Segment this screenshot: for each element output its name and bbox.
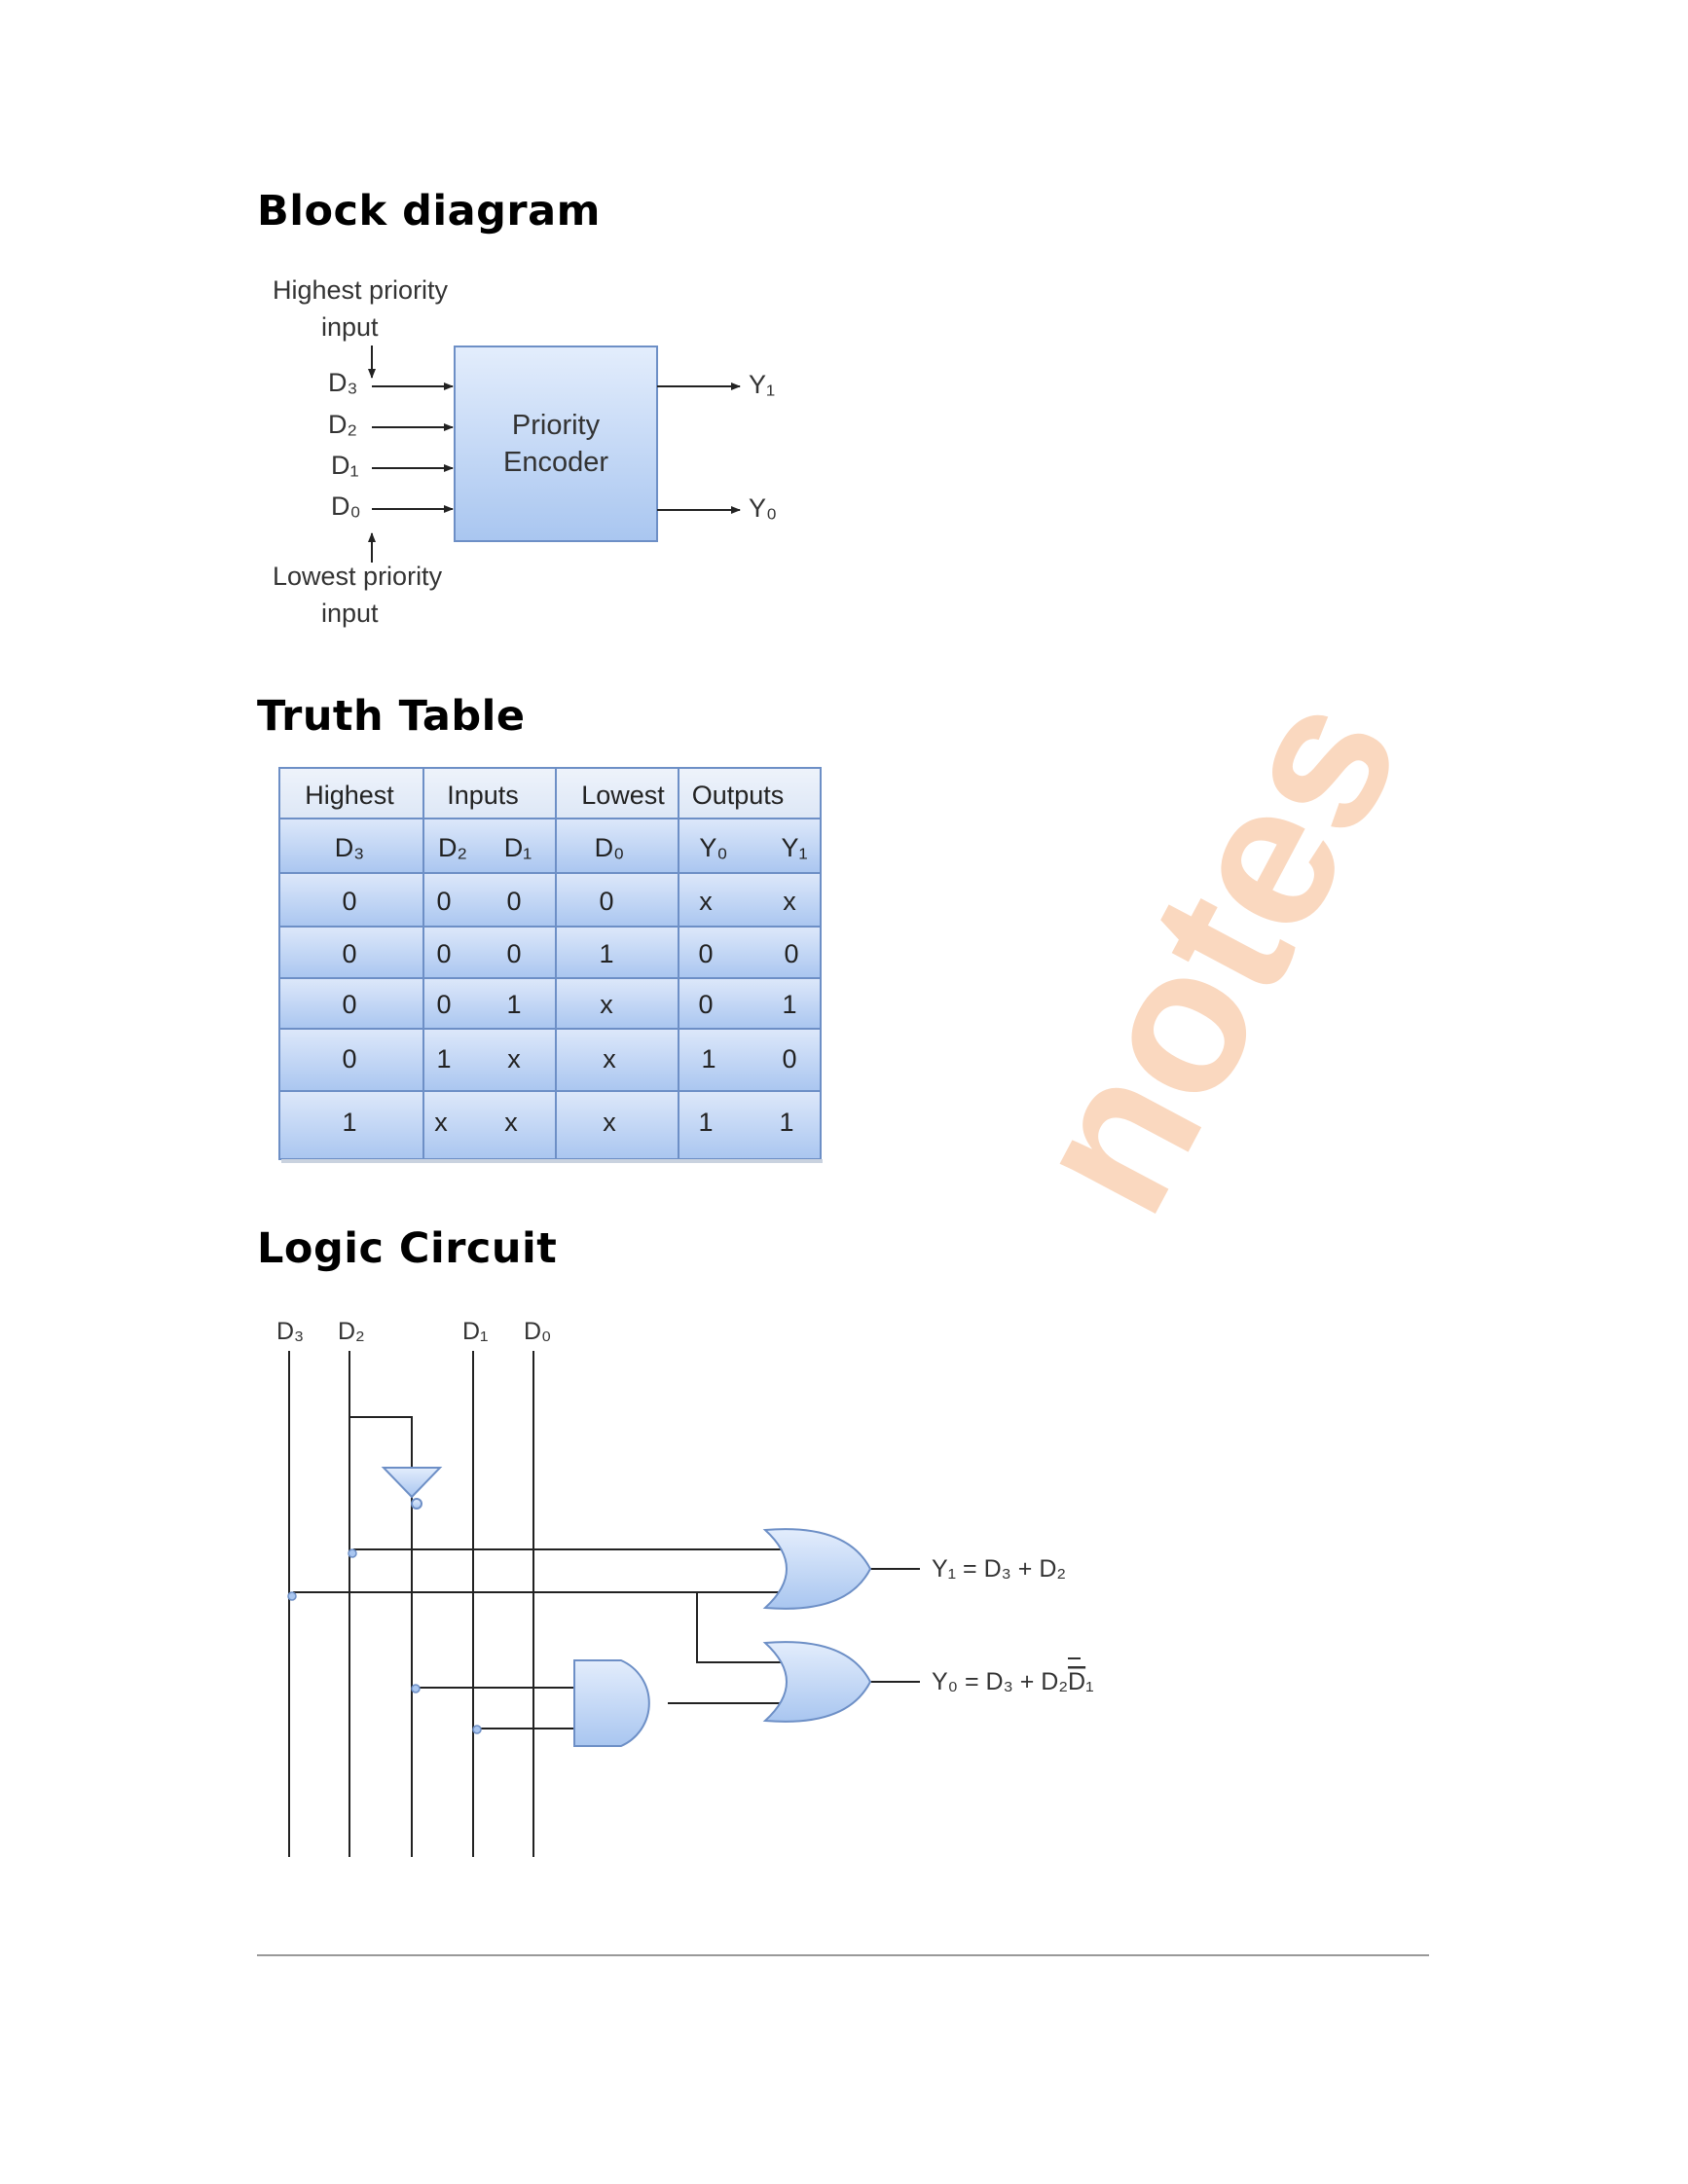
svg-text:1: 1 xyxy=(782,990,796,1019)
priority-encoder-box xyxy=(454,346,658,542)
encoder-label-1: Priority xyxy=(512,410,601,441)
column-header-row xyxy=(278,818,822,874)
block-diagram-heading: Block diagram xyxy=(257,187,601,236)
svg-text:1: 1 xyxy=(698,1108,713,1137)
and-gate xyxy=(573,1659,650,1747)
svg-text:0: 0 xyxy=(342,990,356,1019)
table-row xyxy=(278,1028,822,1092)
truth-table: Highest Inputs Lowest Outputs D₃ D₂ D₁ D… xyxy=(278,767,823,1163)
footer-divider xyxy=(257,1954,1429,1956)
block-input-d0: D₀ xyxy=(331,491,361,521)
highest-priority-input-label: input xyxy=(321,312,379,342)
logic-circuit: D₃ D₂ D₁ D₀ xyxy=(276,1318,1094,1857)
svg-text:1: 1 xyxy=(599,939,613,968)
svg-text:0: 0 xyxy=(599,887,613,916)
col-header-d3: D₃ xyxy=(335,833,365,862)
circuit-input-d1: D₁ xyxy=(462,1318,489,1345)
block-output-y1: Y₁ xyxy=(749,370,775,399)
svg-text:1: 1 xyxy=(436,1044,451,1074)
block-diagram: Highest priority input Priority Encoder … xyxy=(273,275,777,628)
svg-text:0: 0 xyxy=(782,1044,796,1074)
col-header-d2: D₂ xyxy=(438,833,467,862)
svg-text:x: x xyxy=(507,1044,521,1074)
svg-text:0: 0 xyxy=(342,1044,356,1074)
svg-text:0: 0 xyxy=(342,887,356,916)
svg-text:x: x xyxy=(434,1108,448,1137)
circuit-input-d3: D₃ xyxy=(276,1318,304,1345)
block-input-d1: D₁ xyxy=(331,451,359,480)
block-output-y0: Y₀ xyxy=(749,493,777,523)
svg-text:x: x xyxy=(504,1108,518,1137)
truth-table-heading: Truth Table xyxy=(257,692,526,741)
svg-text:x: x xyxy=(603,1108,616,1137)
table-row xyxy=(278,1090,822,1160)
not-gate xyxy=(381,1467,443,1510)
y0-equation: Y₀ = D₃ + D₂D₁ xyxy=(932,1668,1094,1695)
or-gate-y1 xyxy=(762,1528,872,1610)
group-header-row xyxy=(278,767,822,819)
col-header-d0: D₀ xyxy=(595,833,625,862)
svg-text:0: 0 xyxy=(506,939,521,968)
y1-equation: Y₁ = D₃ + D₂ xyxy=(932,1555,1066,1583)
block-input-d2: D₂ xyxy=(328,410,357,439)
col-header-y0: Y₀ xyxy=(699,833,727,862)
group-header-highest: Highest xyxy=(305,781,394,810)
watermark: notes xyxy=(985,658,1443,1247)
table-row xyxy=(278,872,822,928)
highest-priority-label: Highest priority xyxy=(273,275,449,305)
svg-text:0: 0 xyxy=(698,939,713,968)
svg-text:0: 0 xyxy=(436,990,451,1019)
svg-text:1: 1 xyxy=(506,990,521,1019)
group-header-inputs: Inputs xyxy=(447,781,519,810)
svg-text:1: 1 xyxy=(342,1108,356,1137)
svg-text:0: 0 xyxy=(436,887,451,916)
lowest-priority-label: Lowest priority xyxy=(273,562,443,591)
svg-text:x: x xyxy=(783,887,796,916)
svg-text:0: 0 xyxy=(784,939,798,968)
input-bus-lines xyxy=(288,1351,920,1857)
circuit-input-d2: D₂ xyxy=(338,1318,365,1345)
group-header-outputs: Outputs xyxy=(692,781,785,810)
svg-text:0: 0 xyxy=(698,990,713,1019)
or-gate-y0 xyxy=(762,1641,872,1723)
svg-text:x: x xyxy=(603,1044,616,1074)
svg-text:1: 1 xyxy=(779,1108,793,1137)
col-header-y1: Y₁ xyxy=(781,833,807,862)
svg-text:x: x xyxy=(699,887,713,916)
group-header-lowest: Lowest xyxy=(581,781,665,810)
lowest-priority-input-label: input xyxy=(321,599,379,628)
junction-dots xyxy=(287,1548,482,1734)
table-row xyxy=(278,926,822,979)
block-input-d3: D₃ xyxy=(328,368,358,397)
encoder-label-2: Encoder xyxy=(503,447,608,478)
svg-text:notes: notes xyxy=(985,658,1443,1247)
svg-text:1: 1 xyxy=(701,1044,716,1074)
logic-circuit-heading: Logic Circuit xyxy=(257,1224,558,1273)
svg-text:0: 0 xyxy=(436,939,451,968)
col-header-d1: D₁ xyxy=(504,833,532,862)
svg-text:0: 0 xyxy=(506,887,521,916)
svg-text:0: 0 xyxy=(342,939,356,968)
svg-text:x: x xyxy=(600,990,613,1019)
circuit-input-d0: D₀ xyxy=(524,1318,551,1345)
table-row xyxy=(278,977,822,1030)
